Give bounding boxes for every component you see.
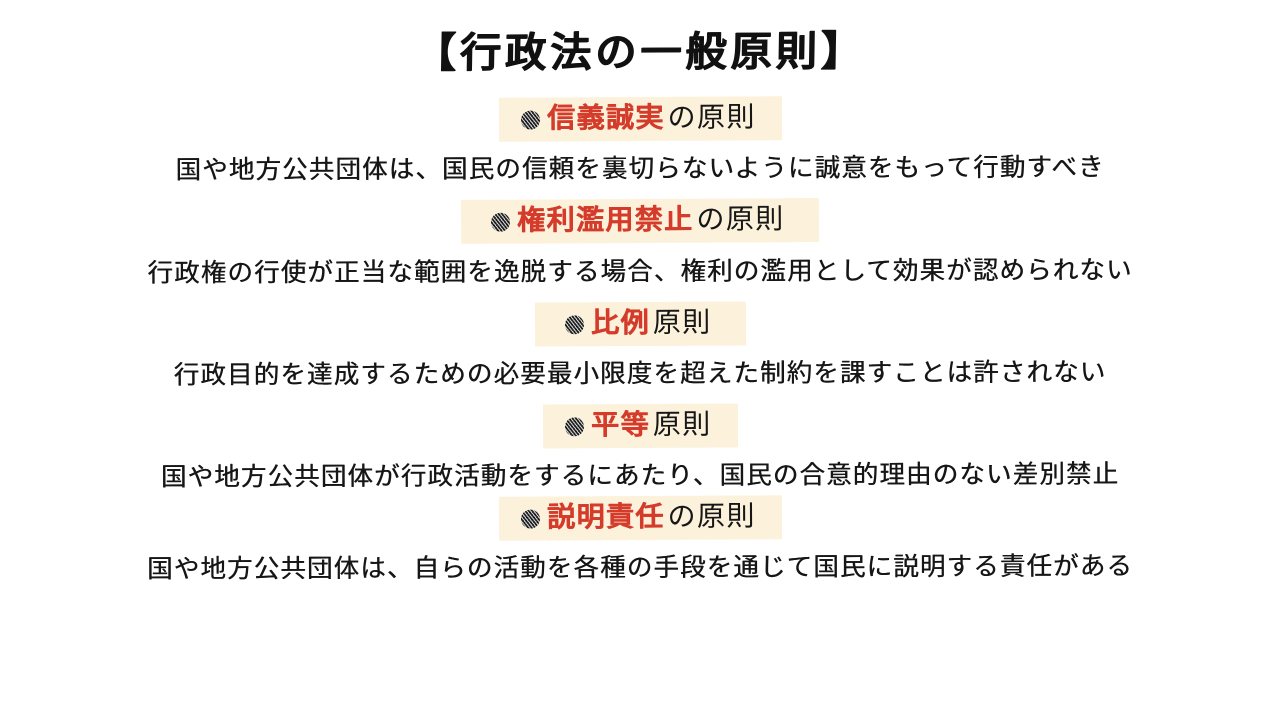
heading-wrap-1: 信義誠実 の原則 [14, 96, 1266, 143]
principle-keyword-4: 平等 [590, 407, 650, 442]
principle-body-1: 国や地方公共団体は、国民の信頼を裏切らないように誠意をもって行動すべき [175, 152, 1105, 186]
principle-section-4: 平等 原則 国や地方公共団体が行政活動をするにあたり、国民の合意的理由のない差別… [14, 403, 1266, 496]
principle-section-3: 比例 原則 行政目的を達成するための必要最小限度を超えた制約を課すことは許されな… [14, 301, 1266, 404]
principle-heading-tail-2: の原則 [696, 202, 785, 237]
principle-body-5: 国や地方公共団体は、自らの活動を各種の手段を通じて国民に説明する責任がある [146, 551, 1134, 586]
hatched-circle-bullet-icon [564, 314, 584, 334]
principle-heading-3: 比例 原則 [534, 301, 746, 347]
principle-keyword-1: 信義誠実 [546, 100, 665, 135]
principle-heading-tail-4: 原則 [652, 407, 712, 441]
principle-keyword-5: 説明責任 [546, 500, 665, 534]
principle-section-2: 権利濫用禁止 の原則 行政権の行使が正当な範囲を逸脱する場合、権利の濫用として効… [14, 198, 1266, 301]
hatched-circle-bullet-icon [491, 212, 511, 232]
principle-section-1: 信義誠実 の原則 国や地方公共団体は、国民の信頼を裏切らないように誠意をもって行… [14, 96, 1266, 199]
principle-keyword-3: 比例 [590, 305, 650, 339]
principle-body-4: 国や地方公共団体が行政活動をするにあたり、国民の合意的理由のない差別禁止 [160, 459, 1120, 493]
principle-heading-tail-1: の原則 [667, 100, 756, 134]
heading-wrap-2: 権利濫用禁止 の原則 [14, 198, 1266, 245]
hatched-circle-bullet-icon [520, 509, 540, 529]
heading-wrap-5: 説明責任 の原則 [14, 495, 1266, 542]
principle-heading-tail-5: の原則 [667, 499, 756, 534]
principle-heading-1: 信義誠実 の原則 [498, 96, 782, 143]
page-title: 【行政法の一般原則】 [14, 27, 1266, 77]
principle-heading-4: 平等 原則 [542, 403, 738, 449]
hatched-circle-bullet-icon [564, 416, 584, 436]
principle-section-5: 説明責任 の原則 国や地方公共団体は、自らの活動を各種の手段を通じて国民に説明す… [14, 495, 1266, 598]
principle-body-3: 行政目的を達成するための必要最小限度を超えた制約を課すことは許されない [173, 357, 1107, 391]
hatched-circle-bullet-icon [520, 110, 540, 130]
heading-wrap-3: 比例 原則 [14, 301, 1266, 347]
principle-heading-5: 説明責任 の原則 [498, 495, 782, 542]
principle-heading-tail-3: 原則 [652, 305, 712, 339]
principle-keyword-2: 権利濫用禁止 [517, 203, 694, 238]
page-title-text: 【行政法の一般原則】 [414, 27, 866, 77]
heading-wrap-4: 平等 原則 [14, 403, 1266, 449]
principle-body-2: 行政権の行使が正当な範囲を逸脱する場合、権利の濫用として効果が認められない [147, 255, 1133, 289]
principle-heading-2: 権利濫用禁止 の原則 [461, 198, 819, 245]
